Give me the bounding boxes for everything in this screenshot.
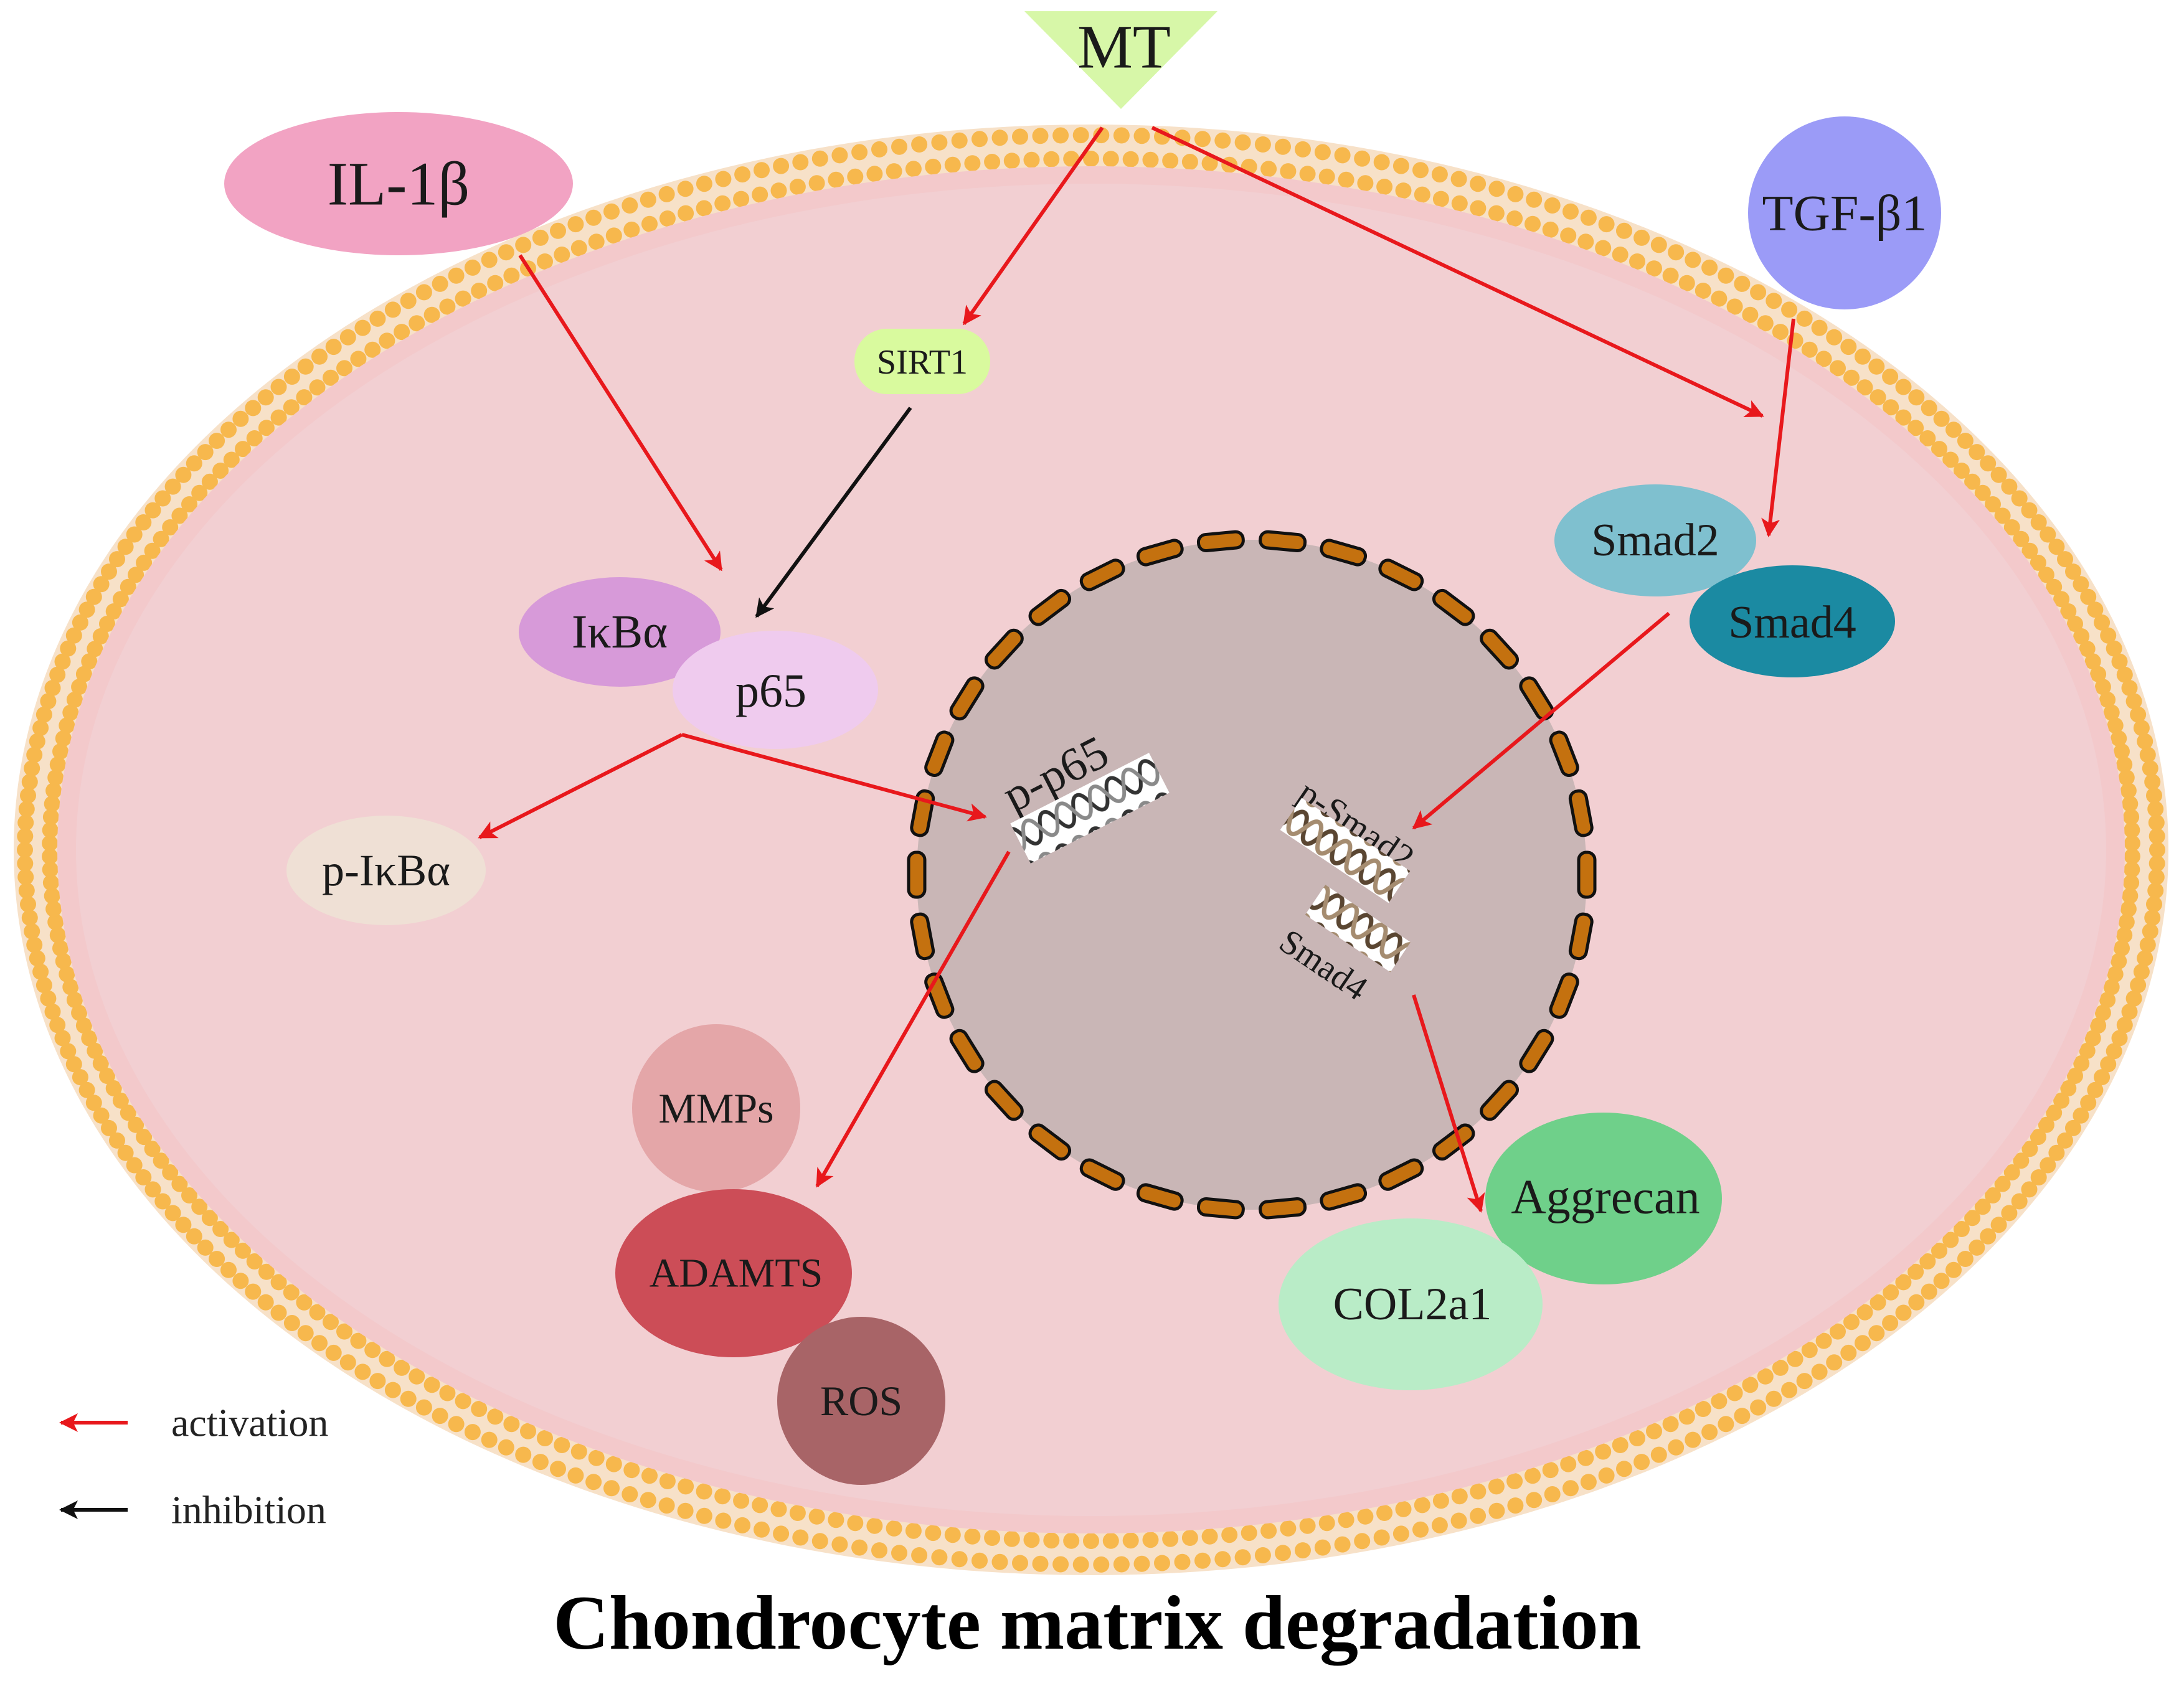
node-ros: ROS	[777, 1317, 945, 1485]
node-tgfb1-label: TGF-β1	[1762, 185, 1927, 242]
node-aggrecan: Aggrecan	[1485, 1113, 1722, 1284]
node-p65: p65	[673, 631, 878, 749]
arrow-sirt1-p65-inhibition	[755, 407, 912, 618]
node-sirt1-label: SIRT1	[877, 343, 968, 382]
node-il1b-label: IL-1β	[328, 149, 470, 219]
node-pikba-label: p-IκBα	[322, 845, 450, 895]
node-sirt1: SIRT1	[854, 329, 990, 394]
arrow-mt-smad2	[1151, 126, 1764, 418]
legend-activation-label: activation	[171, 1401, 328, 1445]
arrow-il1b-ikba	[518, 254, 723, 572]
node-smad4: Smad4	[1690, 565, 1895, 677]
dna-helix-psmad2	[1280, 798, 1411, 903]
node-aggrecan-label: Aggrecan	[1511, 1170, 1699, 1224]
node-smad2-label: Smad2	[1591, 515, 1719, 566]
node-col2a1-label: COL2a1	[1333, 1279, 1492, 1330]
arrow-tgfb1-smad2	[1761, 318, 1795, 537]
arrow-p65-pp65	[681, 733, 987, 822]
node-ikba-label: IκBα	[572, 606, 668, 658]
node-tgfb1: TGF-β1	[1748, 116, 1941, 309]
pathway-arrows	[478, 126, 1795, 1213]
arrow-mt-sirt1	[962, 126, 1104, 326]
node-mmps-label: MMPs	[658, 1085, 773, 1132]
arrow-p65-pikba	[478, 733, 683, 839]
node-ros-label: ROS	[820, 1377, 902, 1425]
node-mmps: MMPs	[632, 1024, 800, 1192]
node-il1b: IL-1β	[224, 112, 573, 255]
node-p65-label: p65	[735, 665, 806, 717]
nuclear-envelope	[907, 530, 1597, 1220]
nucleus	[907, 530, 1597, 1220]
arrow-smad4-aggrecan	[1412, 994, 1485, 1213]
node-smad4-label: Smad4	[1728, 597, 1856, 648]
node-pikba: p-IκBα	[286, 816, 486, 925]
arrow-pp65-adamts	[815, 850, 1011, 1188]
dna-helix-pp65	[1010, 753, 1170, 864]
legend-inhibition-label: inhibition	[171, 1488, 326, 1532]
diagram-title: Chondrocyte matrix degradation	[553, 1580, 1641, 1666]
dna-helix-smad4	[1305, 885, 1411, 973]
node-col2a1: COL2a1	[1279, 1218, 1543, 1390]
legend: activation inhibition	[59, 1401, 328, 1532]
node-mt-label: MT	[1077, 12, 1171, 82]
arrow-smad-psmad2	[1412, 611, 1670, 830]
node-smad2: Smad2	[1554, 484, 1756, 596]
membrane-beads	[17, 127, 2165, 1573]
node-pp65: p-p65	[995, 725, 1170, 864]
node-adamts: ADAMTS	[615, 1189, 852, 1357]
node-ikba: IκBα	[519, 577, 721, 687]
node-mt: MT	[1024, 11, 1217, 109]
node-adamts-label: ADAMTS	[650, 1251, 823, 1296]
